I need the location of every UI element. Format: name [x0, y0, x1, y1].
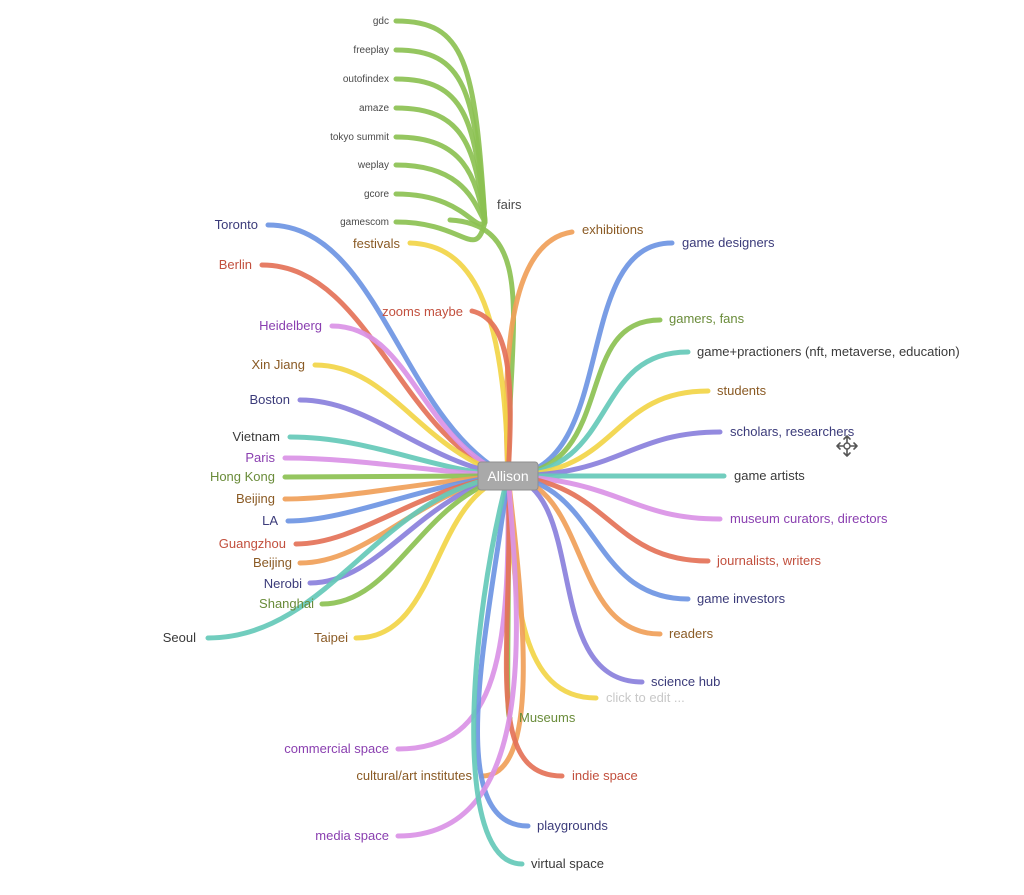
node-festivals[interactable]: festivals	[353, 236, 400, 251]
node-shanghai[interactable]: Shanghai	[259, 596, 314, 611]
node-vietnam[interactable]: Vietnam	[233, 429, 280, 444]
node-game_artists[interactable]: game artists	[734, 468, 805, 483]
node-gamers_fans[interactable]: gamers, fans	[669, 311, 745, 326]
fair-child-gamescom[interactable]: gamescom	[340, 217, 389, 228]
branch-boston	[297, 397, 511, 479]
node-seoul[interactable]: Seoul	[163, 630, 196, 645]
node-nerobi[interactable]: Nerobi	[264, 576, 302, 591]
branch-gamers_fans	[505, 317, 663, 479]
branch-taipei	[353, 473, 511, 641]
mindmap-edges	[205, 18, 727, 867]
fair-child-weplay[interactable]: weplay	[357, 160, 389, 171]
branch-virtual_space	[471, 473, 525, 867]
branch-journalists	[505, 473, 711, 564]
fair-child-gcore[interactable]: gcore	[364, 189, 389, 200]
fair-child-outofindex[interactable]: outofindex	[343, 74, 389, 85]
node-journalists[interactable]: journalists, writers	[716, 553, 822, 568]
node-museums[interactable]: Museums	[519, 710, 576, 725]
node-click_to_edit[interactable]: click to edit ...	[606, 690, 685, 705]
node-indie_space[interactable]: indie space	[572, 768, 638, 783]
node-exhibitions[interactable]: exhibitions	[582, 222, 644, 237]
fair-child-tokyo_summit[interactable]: tokyo summit	[330, 132, 389, 143]
node-guangzhou[interactable]: Guangzhou	[219, 536, 286, 551]
node-virtual_space[interactable]: virtual space	[531, 856, 604, 871]
node-game_designers[interactable]: game designers	[682, 235, 775, 250]
branch-festivals	[407, 240, 511, 479]
root-node[interactable]: Allison	[477, 461, 539, 491]
node-students[interactable]: students	[717, 383, 767, 398]
root-node-label: Allison	[487, 468, 528, 484]
branch-museum_curators	[505, 473, 723, 522]
node-boston[interactable]: Boston	[250, 392, 290, 407]
mindmap-labels: gdc freeplay outofindex amaze tokyo summit we…	[163, 16, 960, 871]
branch-students	[505, 388, 711, 479]
branch-heidelberg	[329, 323, 511, 479]
branch-exhibitions	[503, 229, 575, 479]
root-node-box[interactable]	[477, 461, 539, 491]
branch-berlin	[259, 262, 511, 479]
node-berlin[interactable]: Berlin	[219, 257, 252, 272]
node-la[interactable]: LA	[262, 513, 278, 528]
node-hongkong[interactable]: Hong Kong	[210, 469, 275, 484]
branch-indie_space	[503, 473, 565, 779]
node-paris[interactable]: Paris	[245, 450, 275, 465]
node-media_space[interactable]: media space	[315, 828, 389, 843]
branch-science_hub	[505, 473, 645, 685]
fair-child-freeplay[interactable]: freeplay	[353, 45, 389, 56]
branch-media_space	[395, 473, 519, 839]
node-fairs[interactable]: fairs	[497, 197, 522, 212]
fair-child-gdc[interactable]: gdc	[373, 16, 389, 27]
node-beijing2[interactable]: Beijing	[253, 555, 292, 570]
branch-toronto	[265, 222, 511, 479]
fair-child-amaze[interactable]: amaze	[359, 103, 389, 114]
branch-game_investors	[505, 473, 691, 602]
node-playgrounds[interactable]: playgrounds	[537, 818, 608, 833]
node-game_practioners[interactable]: game+practioners (nft, metaverse, educat…	[697, 344, 960, 359]
move-cursor-icon	[836, 435, 858, 457]
fair-child-branch-gcore	[393, 191, 488, 227]
branch-playgrounds	[475, 473, 531, 829]
node-zooms[interactable]: zooms maybe	[382, 304, 463, 319]
node-xinjiang[interactable]: Xin Jiang	[252, 357, 305, 372]
node-science_hub[interactable]: science hub	[651, 674, 720, 689]
branch-game_practioners	[505, 349, 691, 479]
node-heidelberg[interactable]: Heidelberg	[259, 318, 322, 333]
node-museum_curators[interactable]: museum curators, directors	[730, 511, 888, 526]
fair-child-branch-tokyo_summit	[393, 134, 488, 225]
branch-game_designers	[505, 240, 675, 479]
fair-child-branch-gamescom	[393, 219, 488, 243]
branch-zooms	[469, 308, 513, 479]
node-commercial_space[interactable]: commercial space	[284, 741, 389, 756]
fair-child-branch-weplay	[393, 162, 488, 225]
node-readers[interactable]: readers	[669, 626, 714, 641]
node-cultural[interactable]: cultural/art institutes	[356, 768, 472, 783]
branch-shanghai	[319, 473, 511, 607]
node-game_investors[interactable]: game investors	[697, 591, 786, 606]
node-scholars[interactable]: scholars, researchers	[730, 424, 855, 439]
node-beijing1[interactable]: Beijing	[236, 491, 275, 506]
node-taipei[interactable]: Taipei	[314, 630, 348, 645]
node-toronto[interactable]: Toronto	[215, 217, 258, 232]
branch-xinjiang	[312, 362, 511, 479]
branch-seoul	[205, 473, 511, 641]
